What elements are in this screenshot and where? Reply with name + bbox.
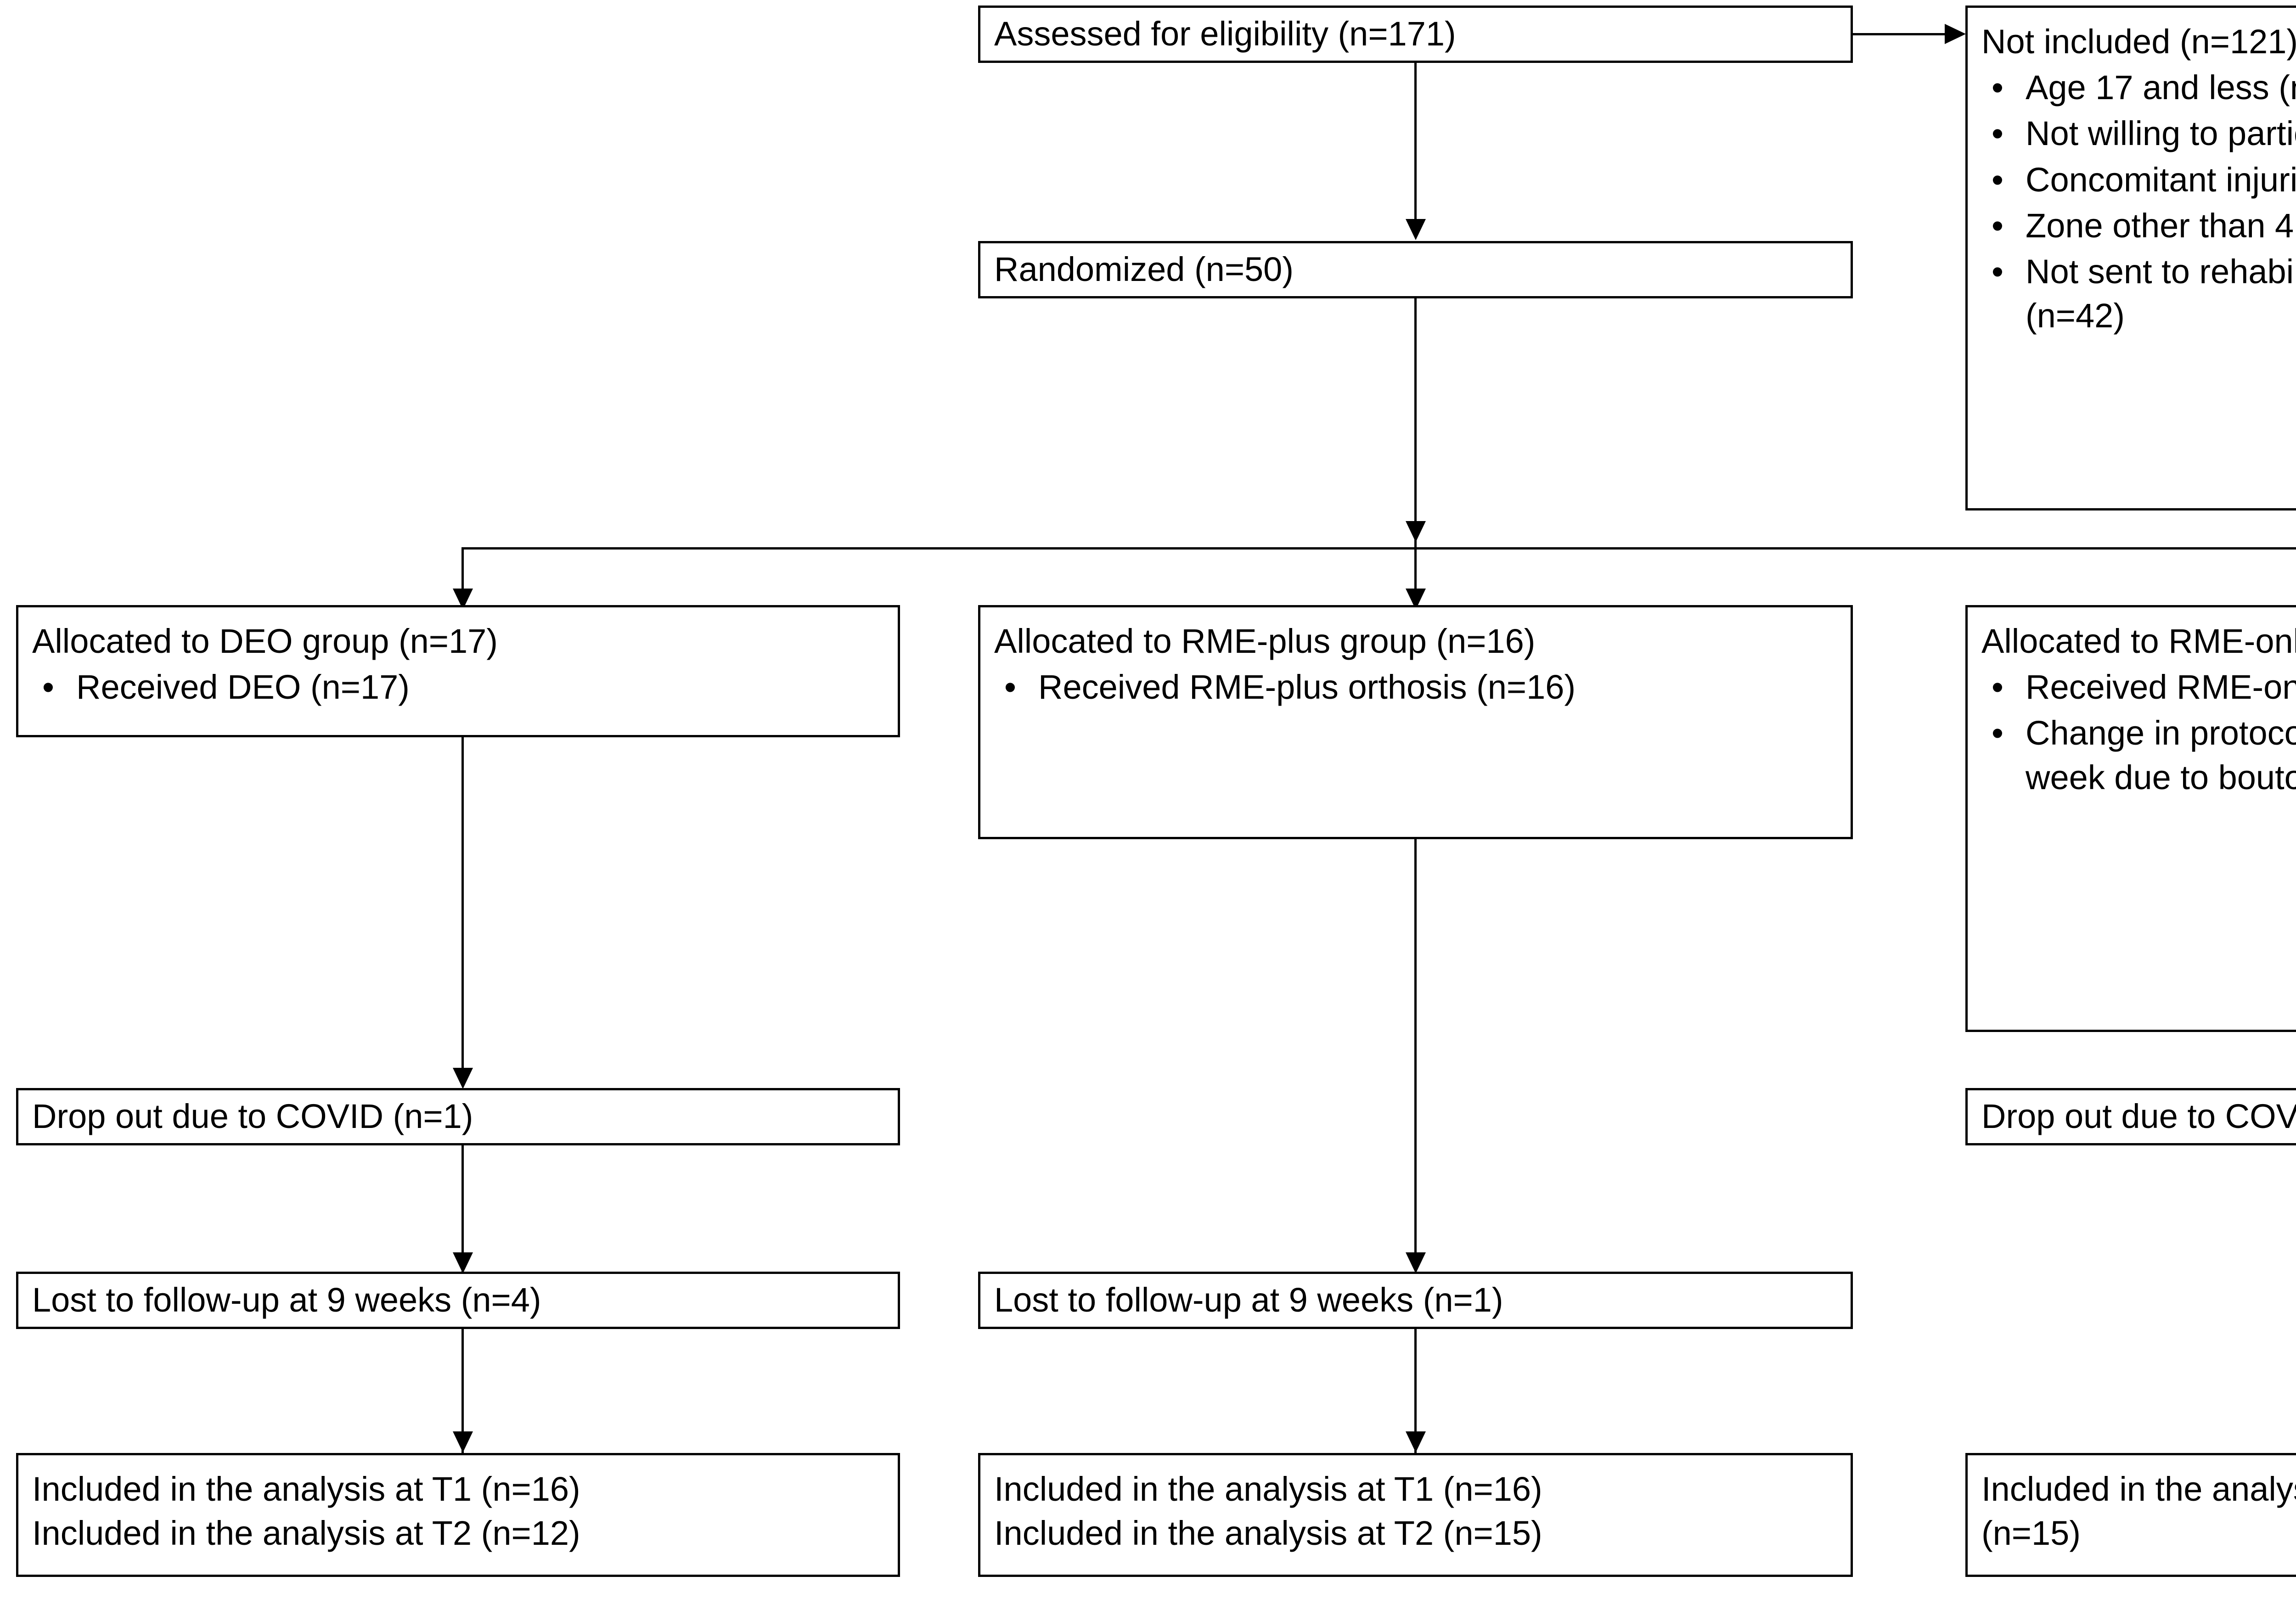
connector-split-to-rme-plus bbox=[1414, 547, 1417, 607]
node-dropout-rme-only-title: Drop out due to COVID (n=1) bbox=[1981, 1097, 2296, 1136]
connector-lost-rme-plus-to-analysis bbox=[1414, 1329, 1417, 1453]
alloc-rme-plus-bullet-list: Received RME-plus orthosis (n=16) bbox=[994, 665, 1839, 709]
node-analysis-deo-line2: Included in the analysis at T2 (n=12) bbox=[32, 1514, 580, 1553]
connector-alloc-deo-to-dropout bbox=[461, 737, 464, 1086]
list-item: Received RME-only orthosis (n=16) bbox=[1981, 665, 2296, 709]
arrowhead-to-not-included bbox=[1945, 24, 1966, 44]
connector-split-to-deo bbox=[461, 547, 464, 607]
connector-assessed-to-not-included bbox=[1853, 33, 1945, 35]
node-analysis-rme-only-line2: (n=15) bbox=[1981, 1514, 2081, 1553]
node-analysis-rme-plus: Included in the analysis at T1 (n=16) In… bbox=[978, 1453, 1853, 1577]
node-lost-followup-deo: Lost to follow-up at 9 weeks (n=4) bbox=[16, 1272, 900, 1329]
arrowhead-to-analysis-rme-plus bbox=[1406, 1431, 1426, 1453]
node-allocated-rme-only: Allocated to RME-only group (n=17) Recei… bbox=[1965, 605, 2296, 1032]
alloc-rme-only-bullet-list: Received RME-only orthosis (n=16) Change… bbox=[1981, 665, 2296, 800]
connector-alloc-rme-plus-to-lost bbox=[1414, 839, 1417, 1271]
node-allocated-rme-plus-title: Allocated to RME-plus group (n=16) bbox=[994, 622, 1536, 660]
node-not-included: Not included (n=121) Age 17 and less (n=… bbox=[1965, 6, 2296, 510]
node-analysis-deo: Included in the analysis at T1 (n=16) In… bbox=[16, 1453, 900, 1577]
arrowhead-to-randomized bbox=[1406, 219, 1426, 240]
node-allocated-deo: Allocated to DEO group (n=17) Received D… bbox=[16, 605, 900, 737]
connector-lost-deo-to-analysis bbox=[461, 1329, 464, 1453]
connector-dropout-deo-to-lost bbox=[461, 1145, 464, 1272]
node-analysis-deo-line1: Included in the analysis at T1 (n=16) bbox=[32, 1470, 580, 1508]
list-item: Concomitant injuries (n=6) bbox=[1981, 158, 2296, 202]
connector-allocation-split-bar bbox=[461, 547, 2296, 550]
arrowhead-to-lost-rme-plus bbox=[1406, 1252, 1426, 1273]
list-item: Not willing to participate (n=4) bbox=[1981, 112, 2296, 156]
arrowhead-to-dropout-deo bbox=[453, 1068, 473, 1089]
node-allocated-rme-plus: Allocated to RME-plus group (n=16) Recei… bbox=[978, 605, 1853, 839]
list-item: Age 17 and less (n=4) bbox=[1981, 66, 2296, 110]
list-item: Change in protocol to short finger ortho… bbox=[1981, 711, 2296, 799]
list-item: Zone other than 4, 5, or 6 (n=65) bbox=[1981, 204, 2296, 248]
arrowhead-split-center-marker bbox=[1406, 521, 1426, 542]
node-analysis-rme-plus-line1: Included in the analysis at T1 (n=16) bbox=[994, 1470, 1542, 1508]
arrowhead-to-analysis-deo bbox=[453, 1431, 473, 1453]
node-assessed-for-eligibility: Assessed for eligibility (n=171) bbox=[978, 6, 1853, 63]
node-analysis-rme-only-line1: Included in the analysis at T1 and T2 bbox=[1981, 1470, 2296, 1508]
arrowhead-to-lost-deo bbox=[453, 1252, 473, 1273]
node-dropout-deo: Drop out due to COVID (n=1) bbox=[16, 1088, 900, 1145]
node-lost-followup-rme-plus-title: Lost to follow-up at 9 weeks (n=1) bbox=[994, 1281, 1503, 1319]
alloc-deo-bullet-list: Received DEO (n=17) bbox=[32, 665, 886, 709]
node-allocated-rme-only-title: Allocated to RME-only group (n=17) bbox=[1981, 622, 2296, 660]
node-randomized: Randomized (n=50) bbox=[978, 241, 1853, 298]
node-analysis-rme-plus-line2: Included in the analysis at T2 (n=15) bbox=[994, 1514, 1542, 1553]
node-not-included-title: Not included (n=121) bbox=[1981, 22, 2296, 61]
node-dropout-deo-title: Drop out due to COVID (n=1) bbox=[32, 1097, 473, 1136]
node-assessed-title: Assessed for eligibility (n=171) bbox=[994, 15, 1456, 53]
list-item: Received RME-plus orthosis (n=16) bbox=[994, 665, 1755, 709]
not-included-reason-list: Age 17 and less (n=4) Not willing to par… bbox=[1981, 66, 2296, 338]
node-lost-followup-deo-title: Lost to follow-up at 9 weeks (n=4) bbox=[32, 1281, 541, 1319]
list-item: Not sent to rehabilitation unit, receive… bbox=[1981, 250, 2296, 338]
list-item: Received DEO (n=17) bbox=[32, 665, 886, 709]
node-allocated-deo-title: Allocated to DEO group (n=17) bbox=[32, 622, 498, 660]
node-analysis-rme-only: Included in the analysis at T1 and T2 (n… bbox=[1965, 1453, 2296, 1577]
node-randomized-title: Randomized (n=50) bbox=[994, 250, 1294, 289]
node-dropout-rme-only: Drop out due to COVID (n=1) bbox=[1965, 1088, 2296, 1145]
node-lost-followup-rme-plus: Lost to follow-up at 9 weeks (n=1) bbox=[978, 1272, 1853, 1329]
connector-randomized-to-split bbox=[1414, 298, 1417, 549]
connector-assessed-to-randomized bbox=[1414, 63, 1417, 237]
